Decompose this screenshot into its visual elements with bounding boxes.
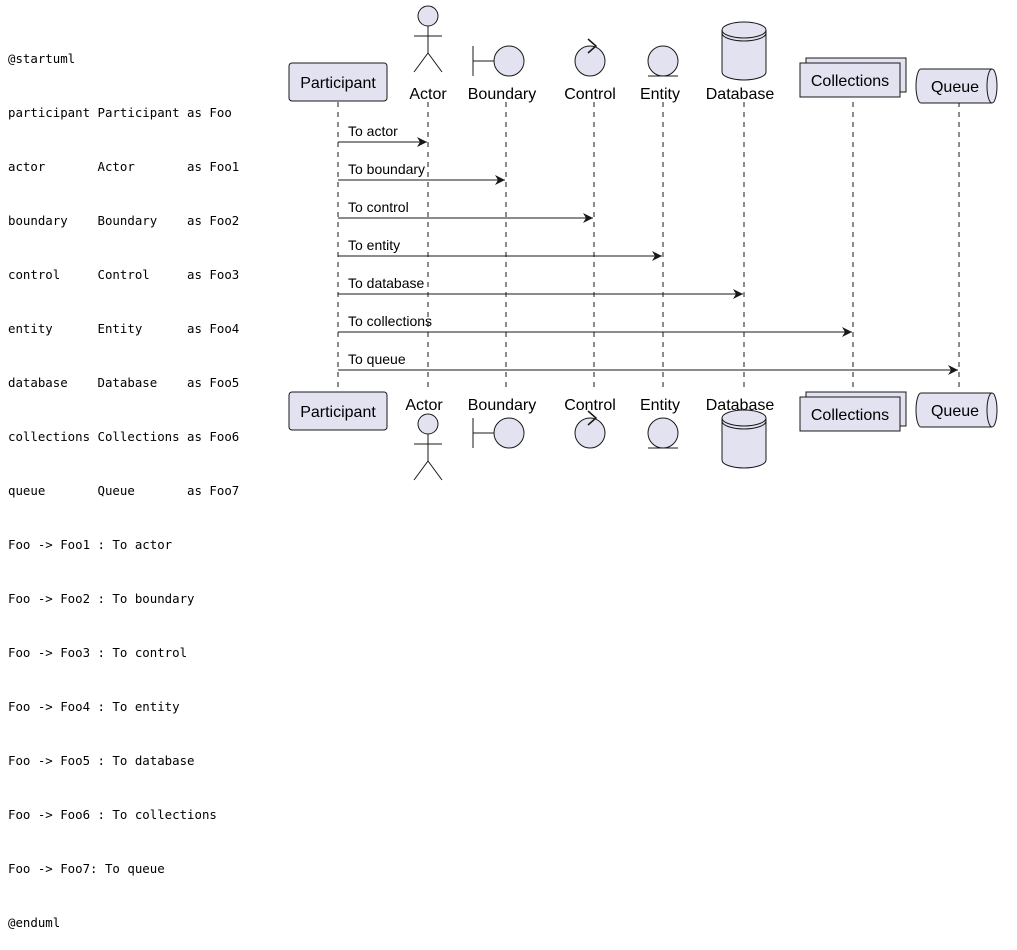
participant-label: Queue	[931, 79, 979, 96]
control-icon	[574, 410, 606, 449]
message-arrow: To entity	[338, 237, 662, 261]
message-arrow: To database	[338, 275, 743, 299]
code-line: actor Actor as Foo1	[8, 159, 240, 174]
participant-label: Database	[706, 86, 775, 103]
participant-entity-top: Entity	[640, 45, 680, 103]
code-line: Foo -> Foo6 : To collections	[8, 807, 217, 822]
participant-label: Participant	[300, 75, 376, 92]
participant-label: Control	[564, 397, 616, 414]
participant-participant-bottom: Participant	[288, 391, 388, 431]
control-icon	[574, 38, 606, 77]
message-label: To boundary	[348, 161, 425, 177]
participant-queue-bottom: Queue	[915, 392, 998, 428]
participant-participant-top: Participant	[288, 62, 388, 102]
code-line: Foo -> Foo3 : To control	[8, 645, 188, 660]
participant-control-top: Control	[564, 38, 616, 103]
message-label: To actor	[348, 123, 398, 139]
message-arrow: To boundary	[338, 161, 505, 185]
code-line: entity Entity as Foo4	[8, 321, 240, 336]
boundary-icon	[472, 417, 525, 449]
code-line: @startuml	[8, 51, 76, 66]
actor-stick-figure-icon	[413, 5, 443, 73]
code-line: boundary Boundary as Foo2	[8, 213, 240, 228]
code-line: Foo -> Foo5 : To database	[8, 753, 195, 768]
participant-label: Boundary	[468, 397, 537, 414]
participant-label: Entity	[640, 397, 680, 414]
message-label: To control	[348, 199, 409, 215]
participant-actor-top: Actor	[409, 5, 447, 103]
database-icon	[721, 21, 767, 81]
participant-boundary-top: Boundary	[468, 45, 537, 103]
sequence-diagram: To actor To boundary To control To entityTo…	[288, 5, 998, 481]
code-line: @enduml	[8, 915, 61, 930]
participant-box	[288, 391, 388, 431]
participant-actor-bottom: Actor	[405, 397, 443, 481]
entity-icon	[647, 417, 679, 449]
collections-box	[799, 62, 901, 98]
participant-label: Actor	[405, 397, 443, 414]
database-icon	[721, 409, 767, 469]
code-line: collections Collections as Foo6	[8, 429, 240, 444]
message-label: To database	[348, 275, 424, 291]
queue-icon	[915, 68, 998, 104]
code-line: database Database as Foo5	[8, 375, 240, 390]
message-label: To queue	[348, 351, 406, 367]
participant-box	[288, 62, 388, 102]
message-label: To entity	[348, 237, 400, 253]
participant-collections-bottom: Collections	[799, 391, 907, 432]
code-line: Foo -> Foo1 : To actor	[8, 537, 173, 552]
code-line: participant Participant as Foo	[8, 105, 232, 120]
participant-boundary-bottom: Boundary	[468, 397, 537, 449]
code-line: queue Queue as Foo7	[8, 483, 240, 498]
participant-label: Control	[564, 86, 616, 103]
boundary-icon	[472, 45, 525, 77]
participant-label: Database	[706, 397, 775, 414]
entity-icon	[647, 45, 679, 77]
participant-queue-top: Queue	[915, 68, 998, 104]
message-arrow: To collections	[338, 313, 852, 337]
message-label: To collections	[348, 313, 432, 329]
participant-label: Entity	[640, 86, 680, 103]
participant-label: Boundary	[468, 86, 537, 103]
participant-database-top: Database	[706, 21, 775, 103]
code-line: Foo -> Foo2 : To boundary	[8, 591, 195, 606]
message-arrow: To control	[338, 199, 593, 223]
participant-entity-bottom: Entity	[640, 397, 680, 449]
participant-label: Collections	[811, 73, 889, 90]
code-line: Foo -> Foo4 : To entity	[8, 699, 180, 714]
participant-label: Collections	[811, 407, 889, 424]
queue-icon	[915, 392, 998, 428]
actor-stick-figure-icon	[413, 413, 443, 481]
collections-box	[799, 396, 901, 432]
message-arrow: To actor	[338, 123, 427, 147]
code-line: control Control as Foo3	[8, 267, 240, 282]
message-arrow: To queue	[338, 351, 958, 375]
participant-database-bottom: Database	[706, 397, 775, 469]
participant-label: Actor	[409, 86, 447, 103]
participant-collections-top: Collections	[799, 57, 907, 98]
participant-control-bottom: Control	[564, 397, 616, 449]
participant-label: Participant	[300, 404, 376, 421]
code-line: Foo -> Foo7: To queue	[8, 861, 165, 876]
participant-label: Queue	[931, 403, 979, 420]
